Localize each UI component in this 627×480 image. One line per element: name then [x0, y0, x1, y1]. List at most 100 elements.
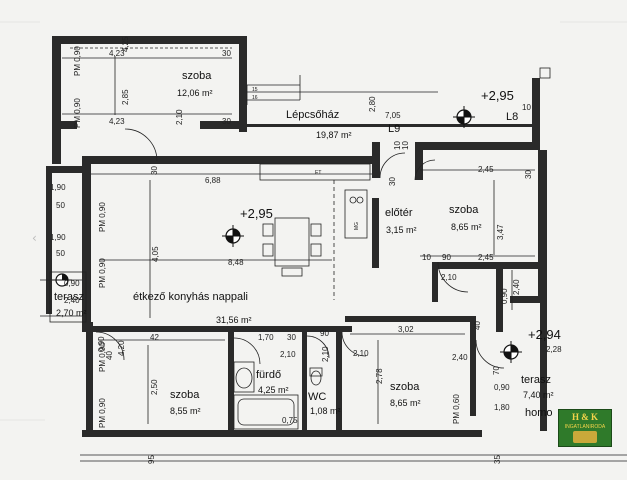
- window-mark-top2: PM 0,90: [73, 46, 82, 76]
- logo-bottom-text: INGATLANIRODA: [564, 424, 606, 430]
- logo-mark-icon: [573, 431, 597, 443]
- room-name-szoba-bl: szoba: [170, 389, 200, 401]
- dim-text: 2,78: [375, 368, 384, 384]
- dim-text: 40: [105, 351, 114, 360]
- dim-text: 8,48: [228, 258, 244, 267]
- dim-text: 2,28: [546, 345, 562, 354]
- room-name-wc: WC: [308, 391, 326, 403]
- dim-text: 2,45: [478, 165, 494, 174]
- room-area-szoba-right: 8,65 m²: [451, 222, 482, 232]
- dim-text: 2,10: [321, 346, 330, 362]
- carousel-chevron-left-icon[interactable]: ‹: [32, 231, 37, 245]
- dim-text: 30: [222, 49, 231, 58]
- window-mark-left2: PM 0,90: [98, 258, 107, 288]
- room-area-eloter: 3,15 m²: [386, 225, 417, 235]
- dim-text: 0,90: [64, 279, 80, 288]
- room-area-terasz-left: 2,70 m²: [56, 308, 87, 318]
- dim-text: 2,10: [280, 350, 296, 359]
- dim-text: 30: [287, 333, 296, 342]
- room-name-terasz-right: terasz: [521, 374, 551, 386]
- window-mark-bottom: PM 0,60: [452, 394, 461, 424]
- level-marker-terrace: [500, 341, 522, 363]
- dim-text: 10: [522, 103, 531, 112]
- level-stair: +2,95: [481, 88, 514, 103]
- dim-text: 0,90: [494, 383, 510, 392]
- dim-text: 10: [401, 141, 410, 150]
- level-main: +2,95: [240, 206, 273, 221]
- dim-text: 1,90: [50, 183, 66, 192]
- dim-text: 30: [524, 170, 533, 179]
- dim-text: 0,90: [97, 336, 106, 352]
- window-mark-left1: PM 0,90: [98, 202, 107, 232]
- walls: [46, 36, 547, 437]
- room-name-homo: homo: [525, 407, 553, 419]
- background-guides: [0, 21, 627, 421]
- dim-text: 2,40: [512, 279, 521, 295]
- room-name-szoba-top: szoba: [182, 70, 212, 82]
- window-mark-top: PM 0,90: [73, 98, 82, 128]
- dim-text: 30: [388, 177, 397, 186]
- dim-text: 2,85: [121, 89, 130, 105]
- dim-text: 50: [56, 201, 65, 210]
- dim-text: 40: [473, 321, 482, 330]
- dim-text: 1,90: [50, 233, 66, 242]
- level-terrace: +2,94: [528, 327, 561, 342]
- dim-text: 4,25: [121, 36, 130, 52]
- dim-text: 95: [147, 455, 156, 464]
- dim-text: 10: [422, 253, 431, 262]
- dim-text: 6,88: [205, 176, 221, 185]
- dim-text: 35: [493, 455, 502, 464]
- room-area-szoba-top: 12,06 m²: [177, 88, 213, 98]
- room-area-furdo: 4,25 m²: [258, 385, 289, 395]
- room-name-lepcsohaz: Lépcsőház: [286, 109, 339, 121]
- level-marker-stair: [453, 106, 475, 128]
- dim-text: 2,80: [368, 96, 377, 112]
- room-area-terasz-right: 7,40 m²: [523, 390, 554, 400]
- room-name-furdo: fürdő: [256, 369, 281, 381]
- dim-text: 90: [320, 329, 329, 338]
- dim-text: 2,40: [64, 296, 80, 305]
- dim-text: 90: [442, 253, 451, 262]
- dim-text: 1,80: [494, 403, 510, 412]
- stair-label-l8: L8: [506, 111, 518, 123]
- room-name-szoba-bm: szoba: [390, 381, 420, 393]
- dim-text: 42: [150, 333, 159, 342]
- dim-text: 50: [56, 249, 65, 258]
- dim-text: 2,40: [452, 353, 468, 362]
- room-area-szoba-bl: 8,55 m²: [170, 406, 201, 416]
- dim-text: 30: [222, 117, 231, 126]
- window-mark-left3: PM 0,90: [98, 342, 107, 372]
- kitchen-tag-et: ET: [315, 170, 321, 176]
- logo-top-text: H & K: [572, 412, 598, 422]
- level-marker-left: [52, 273, 72, 287]
- dim-text: 0,75: [282, 416, 298, 425]
- window-mark-left4: PM 0,90: [98, 398, 107, 428]
- agency-logo: H & K INGATLANIRODA: [558, 409, 612, 447]
- room-area-szoba-bm: 8,65 m²: [390, 398, 421, 408]
- level-marker-main: [222, 225, 244, 247]
- dim-text: 4,23: [109, 117, 125, 126]
- dim-text: 70: [492, 366, 501, 375]
- room-name-eloter: előtér: [385, 207, 413, 219]
- stair-label-l9: L9: [388, 123, 400, 135]
- dim-text: 0,90: [500, 288, 509, 304]
- dim-text: 10: [393, 141, 402, 150]
- room-name-szoba-right: szoba: [449, 204, 479, 216]
- room-area-nappali: 31,56 m²: [216, 315, 252, 325]
- stair-step-15: 15: [252, 87, 258, 93]
- dim-text: 4,05: [151, 246, 160, 262]
- stair-step-16: 16: [252, 95, 258, 101]
- dim-text: 3,47: [496, 224, 505, 240]
- dim-text: 2,10: [353, 349, 369, 358]
- dim-text: 2,50: [150, 379, 159, 395]
- dim-text: 3,02: [398, 325, 414, 334]
- dim-text: 30: [150, 166, 159, 175]
- dim-text: 1,70: [258, 333, 274, 342]
- kitchen-tag-mg: MG: [354, 222, 360, 230]
- dim-text: 2,10: [441, 273, 457, 282]
- dim-text: 4,20: [117, 340, 126, 356]
- room-area-lepcsohaz: 19,87 m²: [316, 130, 352, 140]
- dim-text: 7,05: [385, 111, 401, 120]
